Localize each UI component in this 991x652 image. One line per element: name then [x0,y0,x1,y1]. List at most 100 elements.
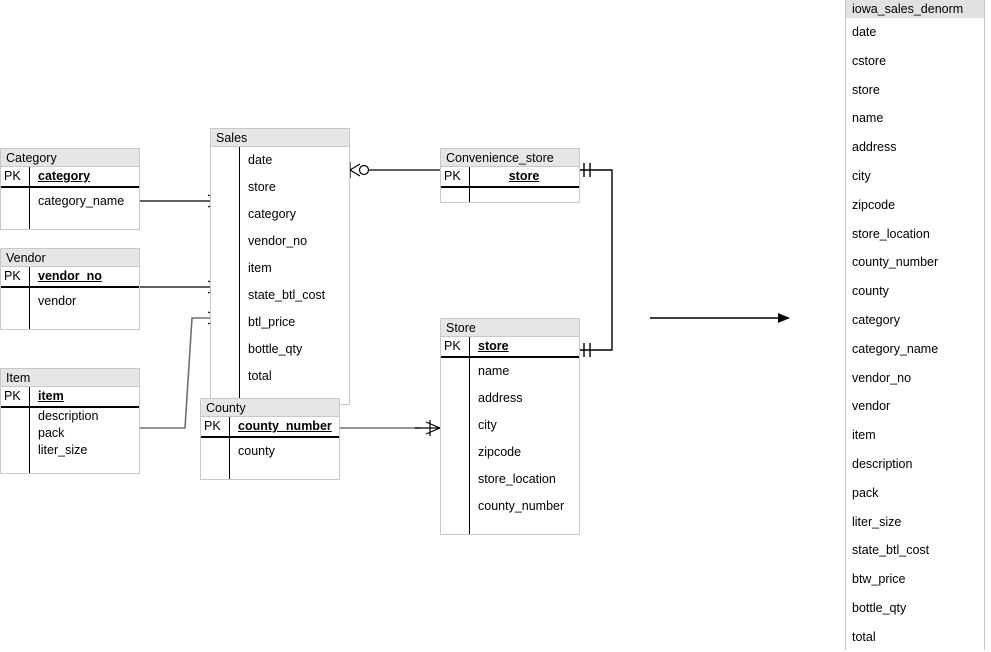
attribute-row: vendor_no [211,228,349,255]
attribute-row: total [211,363,349,390]
denorm-table-title: iowa_sales_denorm [846,0,984,18]
entity-title: Category [1,149,139,167]
denorm-column-row: city [852,168,871,183]
denorm-table-panel[interactable]: iowa_sales_denorm date cstore store name… [845,0,985,650]
attribute-name: date [248,153,273,168]
entity-title: Item [1,369,139,387]
pk-row: PK item [1,387,139,408]
denorm-column-row: category_name [852,341,939,356]
denorm-column-row: cstore [852,53,887,68]
pk-field: item [38,389,64,404]
attribute-row: county_number [441,493,579,520]
attribute-row: bottle_qty [211,336,349,363]
pk-field: county_number [238,419,332,434]
entity-body: PK county_number county [201,417,339,479]
attribute-row: btl_price [211,309,349,336]
attribute-name: bottle_qty [248,342,303,357]
entity-title: County [201,399,339,417]
attribute-name: total [248,369,272,384]
denorm-column-row: name [852,111,884,126]
denorm-column-row: vendor_no [852,370,912,385]
denorm-column-row: store_location [852,226,930,241]
entity-padding [1,459,139,473]
entity-title: Convenience_store [441,149,579,167]
attribute-name: address [478,391,523,406]
denorm-column-row: vendor [852,399,891,414]
pk-field: vendor_no [38,269,102,284]
entity-title: Store [441,319,579,337]
attribute-row: store_location [441,466,579,493]
attribute-row: county [201,438,339,465]
attribute-name: county [238,444,275,459]
relationship-county-store [340,420,441,436]
attribute-row: address [441,385,579,412]
pk-label: PK [444,169,461,184]
pk-row: PK category [1,167,139,188]
denorm-column-row: description [852,456,913,471]
entity-sales[interactable]: Sales date store category vendor_no item [210,128,350,405]
attribute-row: zipcode [441,439,579,466]
entity-item[interactable]: Item PK item description pack liter_size [0,368,140,474]
pk-row: PK county_number [201,417,339,438]
entity-padding [1,315,139,329]
attribute-row: pack [1,425,139,442]
denorm-column-row: item [852,428,876,443]
entity-body: PK store name address city zipcode st [441,337,579,534]
attribute-row: city [441,412,579,439]
denorm-column-row: date [852,25,877,39]
entity-category[interactable]: Category PK category category_name [0,148,140,230]
entity-title: Sales [211,129,349,147]
denorm-column-row: county [852,284,889,299]
pk-field: store [478,339,509,354]
denorm-column-row: store [852,82,880,97]
attribute-row: category_name [1,188,139,215]
attribute-name: state_btl_cost [248,288,326,303]
denorm-column-row: bottle_qty [852,600,907,615]
attribute-name: city [478,418,497,433]
entity-store[interactable]: Store PK store name address city zipcode [440,318,580,535]
attribute-name: category [248,207,296,222]
attribute-row: vendor [1,288,139,315]
entity-body: PK item description pack liter_size [1,387,139,473]
denorm-column-row: category [852,312,900,327]
entity-title: Vendor [1,249,139,267]
pk-label: PK [444,339,461,354]
attribute-row: category [211,201,349,228]
entity-body: PK vendor_no vendor [1,267,139,329]
attribute-name: county_number [478,499,565,514]
denorm-column-row: address [852,140,897,155]
entity-convenience-store[interactable]: Convenience_store PK store [440,148,580,203]
attribute-row: store [211,174,349,201]
entity-vendor[interactable]: Vendor PK vendor_no vendor [0,248,140,330]
entity-padding [1,215,139,229]
denorm-column-row: total [852,629,876,644]
attribute-name: store [248,180,276,195]
attribute-name: name [478,364,510,379]
denorm-column-row: liter_size [852,514,902,529]
attribute-row: item [211,255,349,282]
pk-label: PK [4,269,21,284]
attribute-row: state_btl_cost [211,282,349,309]
pk-label: PK [4,389,21,404]
attribute-name: vendor_no [248,234,308,249]
relationship-sales-convenience-store [349,162,440,178]
pk-row: PK store [441,337,579,358]
pk-field: category [38,169,91,184]
entity-padding [201,465,339,479]
denorm-column-row: pack [852,485,879,500]
attribute-name: zipcode [478,445,522,460]
attribute-row: description [1,408,139,425]
attribute-name: pack [38,426,65,441]
denorm-column-row: county_number [852,255,939,270]
pk-row: PK store [441,167,579,188]
entity-body: PK category category_name [1,167,139,229]
entity-county[interactable]: County PK county_number county [200,398,340,480]
pk-label: PK [204,419,221,434]
pk-label: PK [4,169,21,184]
denorm-column-row: zipcode [852,197,896,212]
relationship-convenience-store-store [580,163,613,357]
attribute-name: description [38,409,99,424]
attribute-name: vendor [38,294,77,309]
entity-body: PK store [441,167,579,202]
